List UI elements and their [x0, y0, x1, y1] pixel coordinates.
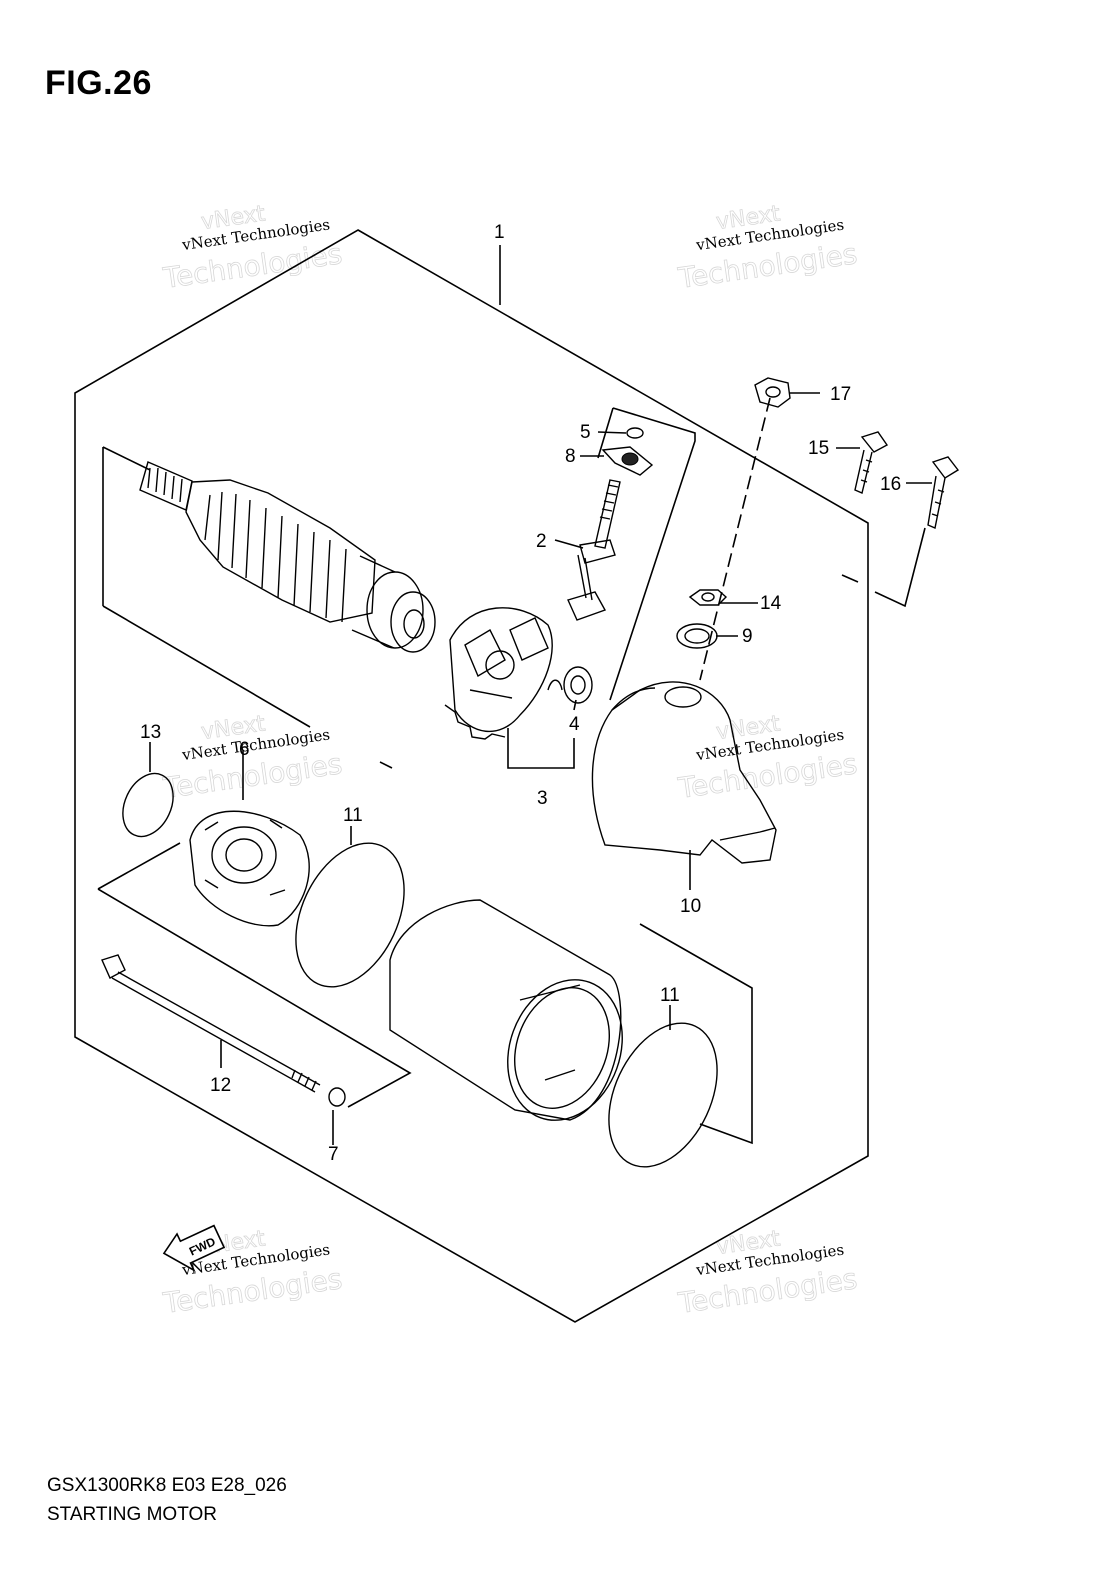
callout-17: 17	[830, 384, 851, 405]
callout-14: 14	[760, 593, 782, 614]
callout-16: 16	[880, 474, 901, 495]
terminal-plate-part	[601, 446, 654, 476]
callout-7: 7	[328, 1144, 339, 1165]
brush-bracket-outline	[597, 407, 696, 701]
watermark-mid-right: vNext vNext Technologies Technologies	[675, 711, 860, 805]
callout-3: 3	[537, 788, 548, 809]
callout-15: 15	[808, 438, 829, 459]
callout-13: 13	[140, 722, 161, 743]
front-bracket-part	[189, 810, 310, 927]
callout-2: 2	[536, 531, 547, 552]
callout-11-front: 11	[343, 805, 363, 826]
brush-spring-part	[547, 666, 593, 704]
diagram-reference-code: GSX1300RK8 E03 E28_026	[47, 1475, 287, 1496]
bolt-16-part	[927, 456, 960, 529]
brush-terminal-part	[567, 479, 621, 621]
rear-housing-part	[591, 681, 777, 864]
watermark-bottom-right: vNext vNext Technologies Technologies	[675, 1226, 860, 1320]
o-ring-small-part	[122, 772, 174, 838]
callout-6: 6	[239, 739, 250, 760]
through-bolt-part	[101, 954, 321, 1093]
figure-title: FIG.26	[45, 64, 152, 102]
watermark-bottom-left: vNext vNext Technologies Technologies	[160, 1226, 345, 1320]
bolt-15-part	[854, 431, 889, 494]
flange-nut-part	[754, 377, 791, 408]
callout-12: 12	[210, 1075, 231, 1096]
leader-lines	[149, 245, 932, 1145]
bracket-hardware-outline	[841, 527, 926, 608]
callout-1: 1	[494, 222, 505, 243]
brush-holder-part	[444, 607, 553, 740]
o-ring-front-part	[295, 842, 405, 988]
diagram-caption: STARTING MOTOR	[47, 1504, 217, 1525]
callout-9: 9	[742, 626, 753, 647]
watermark-top-right: vNext vNext Technologies Technologies	[675, 201, 860, 295]
armature-group-outline	[102, 446, 393, 769]
armature-part	[139, 461, 436, 653]
watermark-top-left: vNext vNext Technologies Technologies	[160, 201, 345, 295]
washer-small-part	[328, 1087, 346, 1107]
nut-part	[688, 589, 728, 606]
o-ring-rear-part	[608, 1022, 718, 1168]
assembly-outline	[74, 229, 869, 1323]
callout-5: 5	[580, 422, 591, 443]
washer-part	[626, 427, 644, 439]
motor-yoke-part	[389, 899, 623, 1121]
callout-11-rear: 11	[660, 985, 680, 1006]
callout-10: 10	[680, 896, 701, 917]
callout-8: 8	[565, 446, 576, 467]
case-group-outline	[97, 842, 753, 1145]
callout-4: 4	[569, 714, 580, 735]
